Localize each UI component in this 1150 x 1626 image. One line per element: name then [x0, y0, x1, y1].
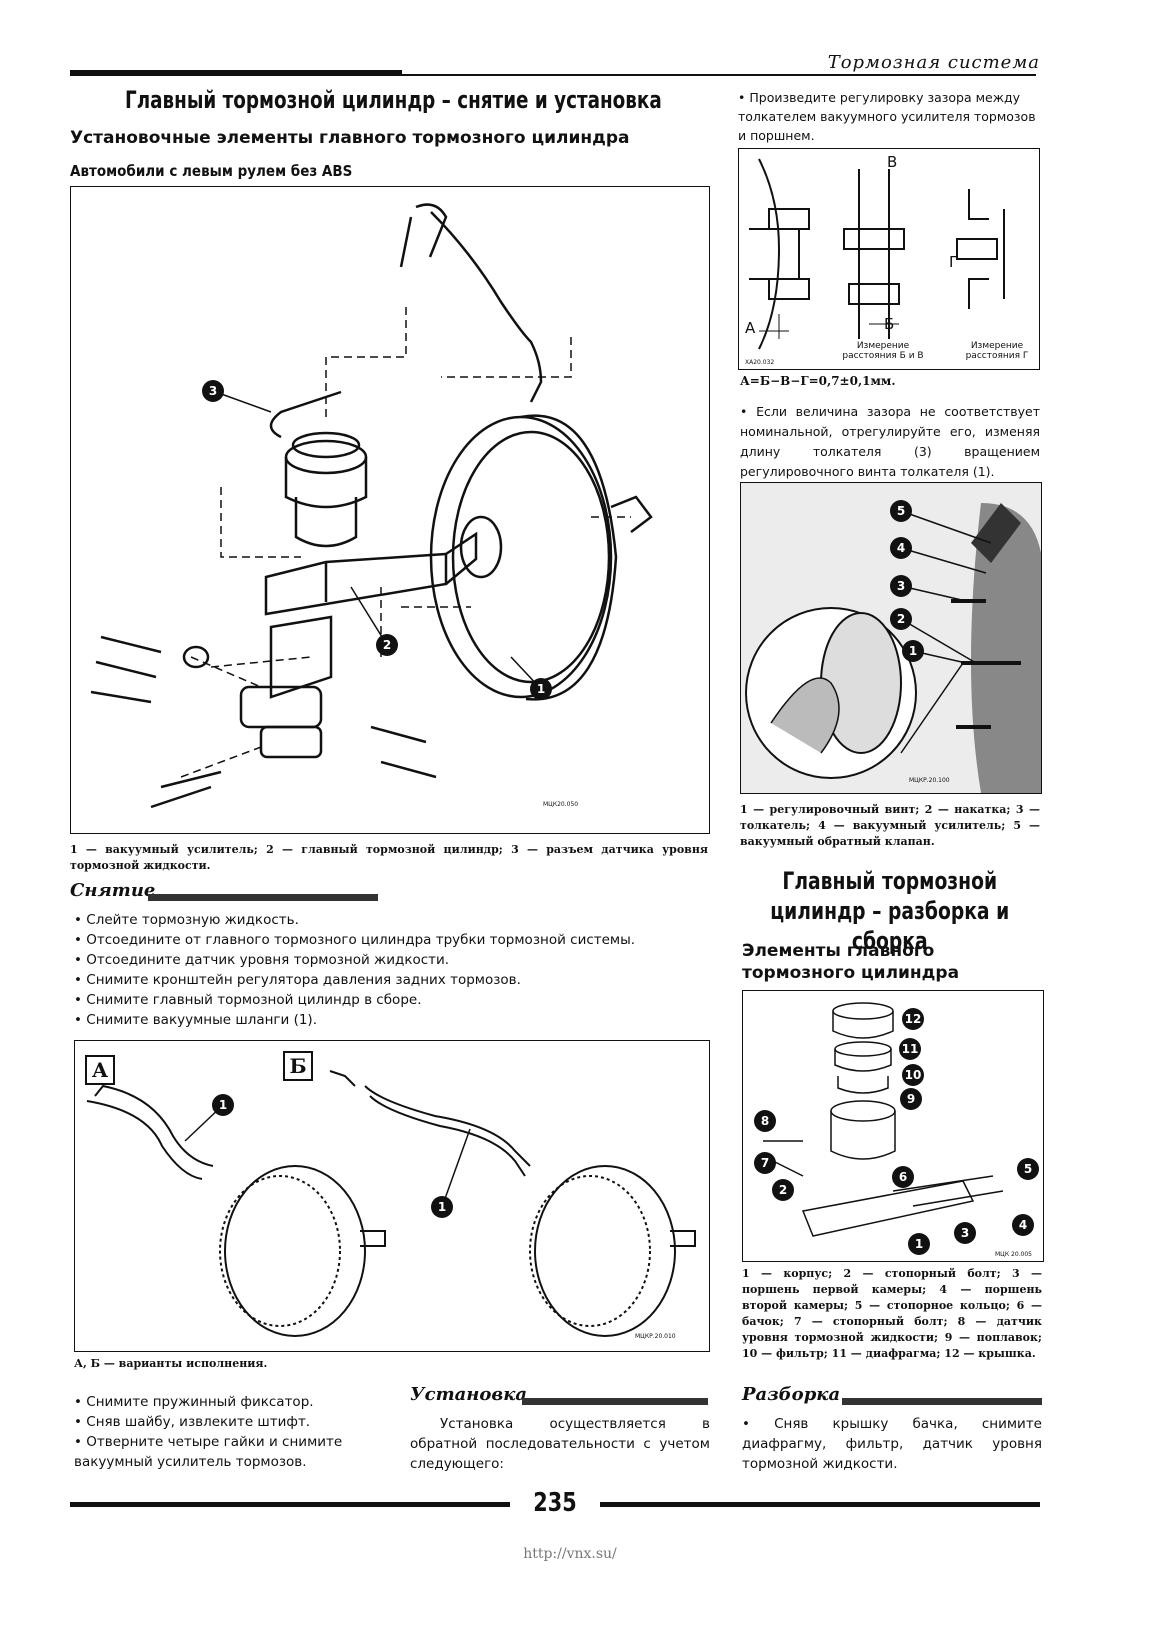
footer-url: http://vnx.su/	[523, 1546, 617, 1562]
list-item: Сняв шайбу, извлеките штифт.	[74, 1412, 384, 1432]
subsubsection-title: Автомобили с левым рулем без ABS	[70, 162, 353, 180]
footer-rule-right	[600, 1502, 1040, 1507]
list-item: Снимите главный тормозной цилиндр в сбор…	[74, 990, 714, 1010]
disassembly-list: Сняв крышку бачка, снимите диафрагму, фи…	[742, 1414, 1042, 1474]
caption-bv: Измерение расстояния Б и В	[842, 341, 924, 361]
variant-label-b: Б	[283, 1051, 313, 1081]
disassembly-heading-block: Разборка	[742, 1384, 1042, 1408]
list-item: Отверните четыре гайки и снимите вакуумн…	[74, 1432, 384, 1472]
svg-text:2: 2	[897, 612, 905, 626]
page-number: 235	[533, 1488, 577, 1518]
svg-text:5: 5	[897, 504, 905, 518]
figure-code: МЦКР.20.010	[635, 1333, 676, 1340]
svg-text:4: 4	[897, 541, 905, 555]
figure-code: МЦК 20.005	[995, 1251, 1032, 1258]
caption-g: Измерение расстояния Г	[965, 341, 1029, 361]
figure-master-cylinder-install: 3 2 1 МЦК20.050	[70, 186, 710, 834]
svg-text:1: 1	[915, 1237, 923, 1251]
label-a: А	[745, 319, 756, 337]
figure-cylinder-components: 12 11 10 9 8 7 6 5 2 4 3 1 МЦК 20.005	[742, 990, 1044, 1262]
svg-text:1: 1	[909, 644, 917, 658]
figure-vacuum-hoses: А Б 1 1 МЦКР.20.010	[74, 1040, 710, 1352]
svg-text:5: 5	[1024, 1162, 1032, 1176]
callout-3	[202, 380, 224, 402]
install-heading: Установка	[410, 1384, 528, 1405]
running-header: Тормозная система	[827, 52, 1040, 73]
heading-rule	[148, 894, 378, 901]
adjust-item: Произведите регулировку зазора между тол…	[738, 88, 1038, 145]
svg-text:3: 3	[897, 579, 905, 593]
figure-drawing: 3 2 1	[90, 203, 653, 809]
list-item: Отсоедините датчик уровня тормозной жидк…	[74, 950, 714, 970]
heading-rule	[522, 1398, 708, 1405]
svg-text:2: 2	[779, 1183, 787, 1197]
figure-pushrod-adjust: 5 4 3 2 1 МЦКР.20.100	[740, 482, 1042, 794]
install-text: Установка осуществляется в обратной посл…	[410, 1416, 710, 1472]
figure-drawing: 1 1	[86, 1070, 696, 1337]
svg-text:4: 4	[1019, 1218, 1027, 1232]
list-item: Слейте тормозную жидкость.	[74, 910, 714, 930]
callout-1	[212, 1094, 234, 1116]
removal-heading: Снятие	[70, 880, 156, 901]
figure-drawing	[749, 158, 1005, 350]
svg-text:3: 3	[209, 384, 217, 398]
svg-text:6: 6	[899, 1170, 907, 1184]
svg-text:2: 2	[383, 638, 391, 652]
gap-formula: А=Б−В−Г=0,7±0,1мм.	[740, 374, 896, 388]
footer-rule-left	[70, 1502, 510, 1507]
figure-code: ХА20.032	[745, 359, 775, 366]
list-item: Произведите регулировку зазора между тол…	[738, 88, 1038, 145]
list-item: Сняв крышку бачка, снимите диафрагму, фи…	[742, 1414, 1042, 1474]
list-item: Если величина зазора не соответствует но…	[740, 402, 1040, 482]
label-g: Г	[949, 253, 959, 271]
figure-drawing: 12 11 10 9 8 7 6 5 2 4 3 1	[754, 1002, 1039, 1255]
variant-label-a: А	[85, 1055, 115, 1085]
header-rule-thick	[70, 70, 402, 76]
adjust-item-2: Если величина зазора не соответствует но…	[740, 402, 1040, 482]
callout-2	[376, 634, 398, 656]
label-b: Б	[884, 315, 895, 333]
removal-list: Слейте тормозную жидкость. Отсоедините о…	[74, 910, 714, 1030]
label-v: В	[887, 153, 898, 171]
callout-1	[530, 678, 552, 700]
list-item: Снимите вакуумные шланги (1).	[74, 1010, 714, 1030]
subsection-title: Установочные элементы главного тормозног…	[70, 128, 630, 148]
svg-text:1: 1	[438, 1200, 446, 1214]
list-item: Снимите кронштейн регулятора давления за…	[74, 970, 714, 990]
figure-code: МЦК20.050	[543, 801, 579, 808]
figure-caption: 1 — регулировочный винт; 2 — накатка; 3 …	[740, 803, 1040, 848]
figure-drawing: 5 4 3 2 1	[745, 500, 1041, 793]
svg-text:10: 10	[905, 1068, 922, 1082]
figure-code: МЦКР.20.100	[909, 777, 950, 784]
removal-heading-block: Снятие	[70, 880, 380, 904]
header-rule	[70, 74, 1036, 76]
svg-text:8: 8	[761, 1114, 769, 1128]
section-title-2: Главный тормозной цилиндр – разборка и с…	[770, 867, 1010, 955]
svg-text:1: 1	[537, 682, 545, 696]
figure-caption: 1 — корпус; 2 — стопорный болт; 3 — порш…	[742, 1267, 1042, 1360]
section-title: Главный тормозной цилиндр – снятие и уст…	[125, 86, 662, 114]
callout-1b	[431, 1196, 453, 1218]
svg-text:1: 1	[219, 1098, 227, 1112]
install-heading-block: Установка	[410, 1384, 710, 1408]
disassembly-heading: Разборка	[742, 1384, 841, 1405]
figure-caption: 1 — вакуумный усилитель; 2 — главный тор…	[70, 843, 708, 872]
svg-text:7: 7	[761, 1156, 769, 1170]
figure-caption: А, Б — варианты исполнения.	[74, 1357, 268, 1370]
svg-text:12: 12	[905, 1012, 922, 1026]
svg-text:3: 3	[961, 1226, 969, 1240]
removal-list-continued: Снимите пружинный фиксатор. Сняв шайбу, …	[74, 1392, 384, 1472]
heading-rule	[842, 1398, 1042, 1405]
subsection-title-2: Элементы главного тормозного цилиндра	[742, 941, 960, 983]
svg-text:9: 9	[907, 1092, 915, 1106]
figure-gap-measurement: В Б А Г Измерение расстояния Б и В Измер…	[738, 148, 1040, 370]
list-item: Снимите пружинный фиксатор.	[74, 1392, 384, 1412]
list-item: Отсоедините от главного тормозного цилин…	[74, 930, 714, 950]
svg-text:11: 11	[902, 1042, 919, 1056]
